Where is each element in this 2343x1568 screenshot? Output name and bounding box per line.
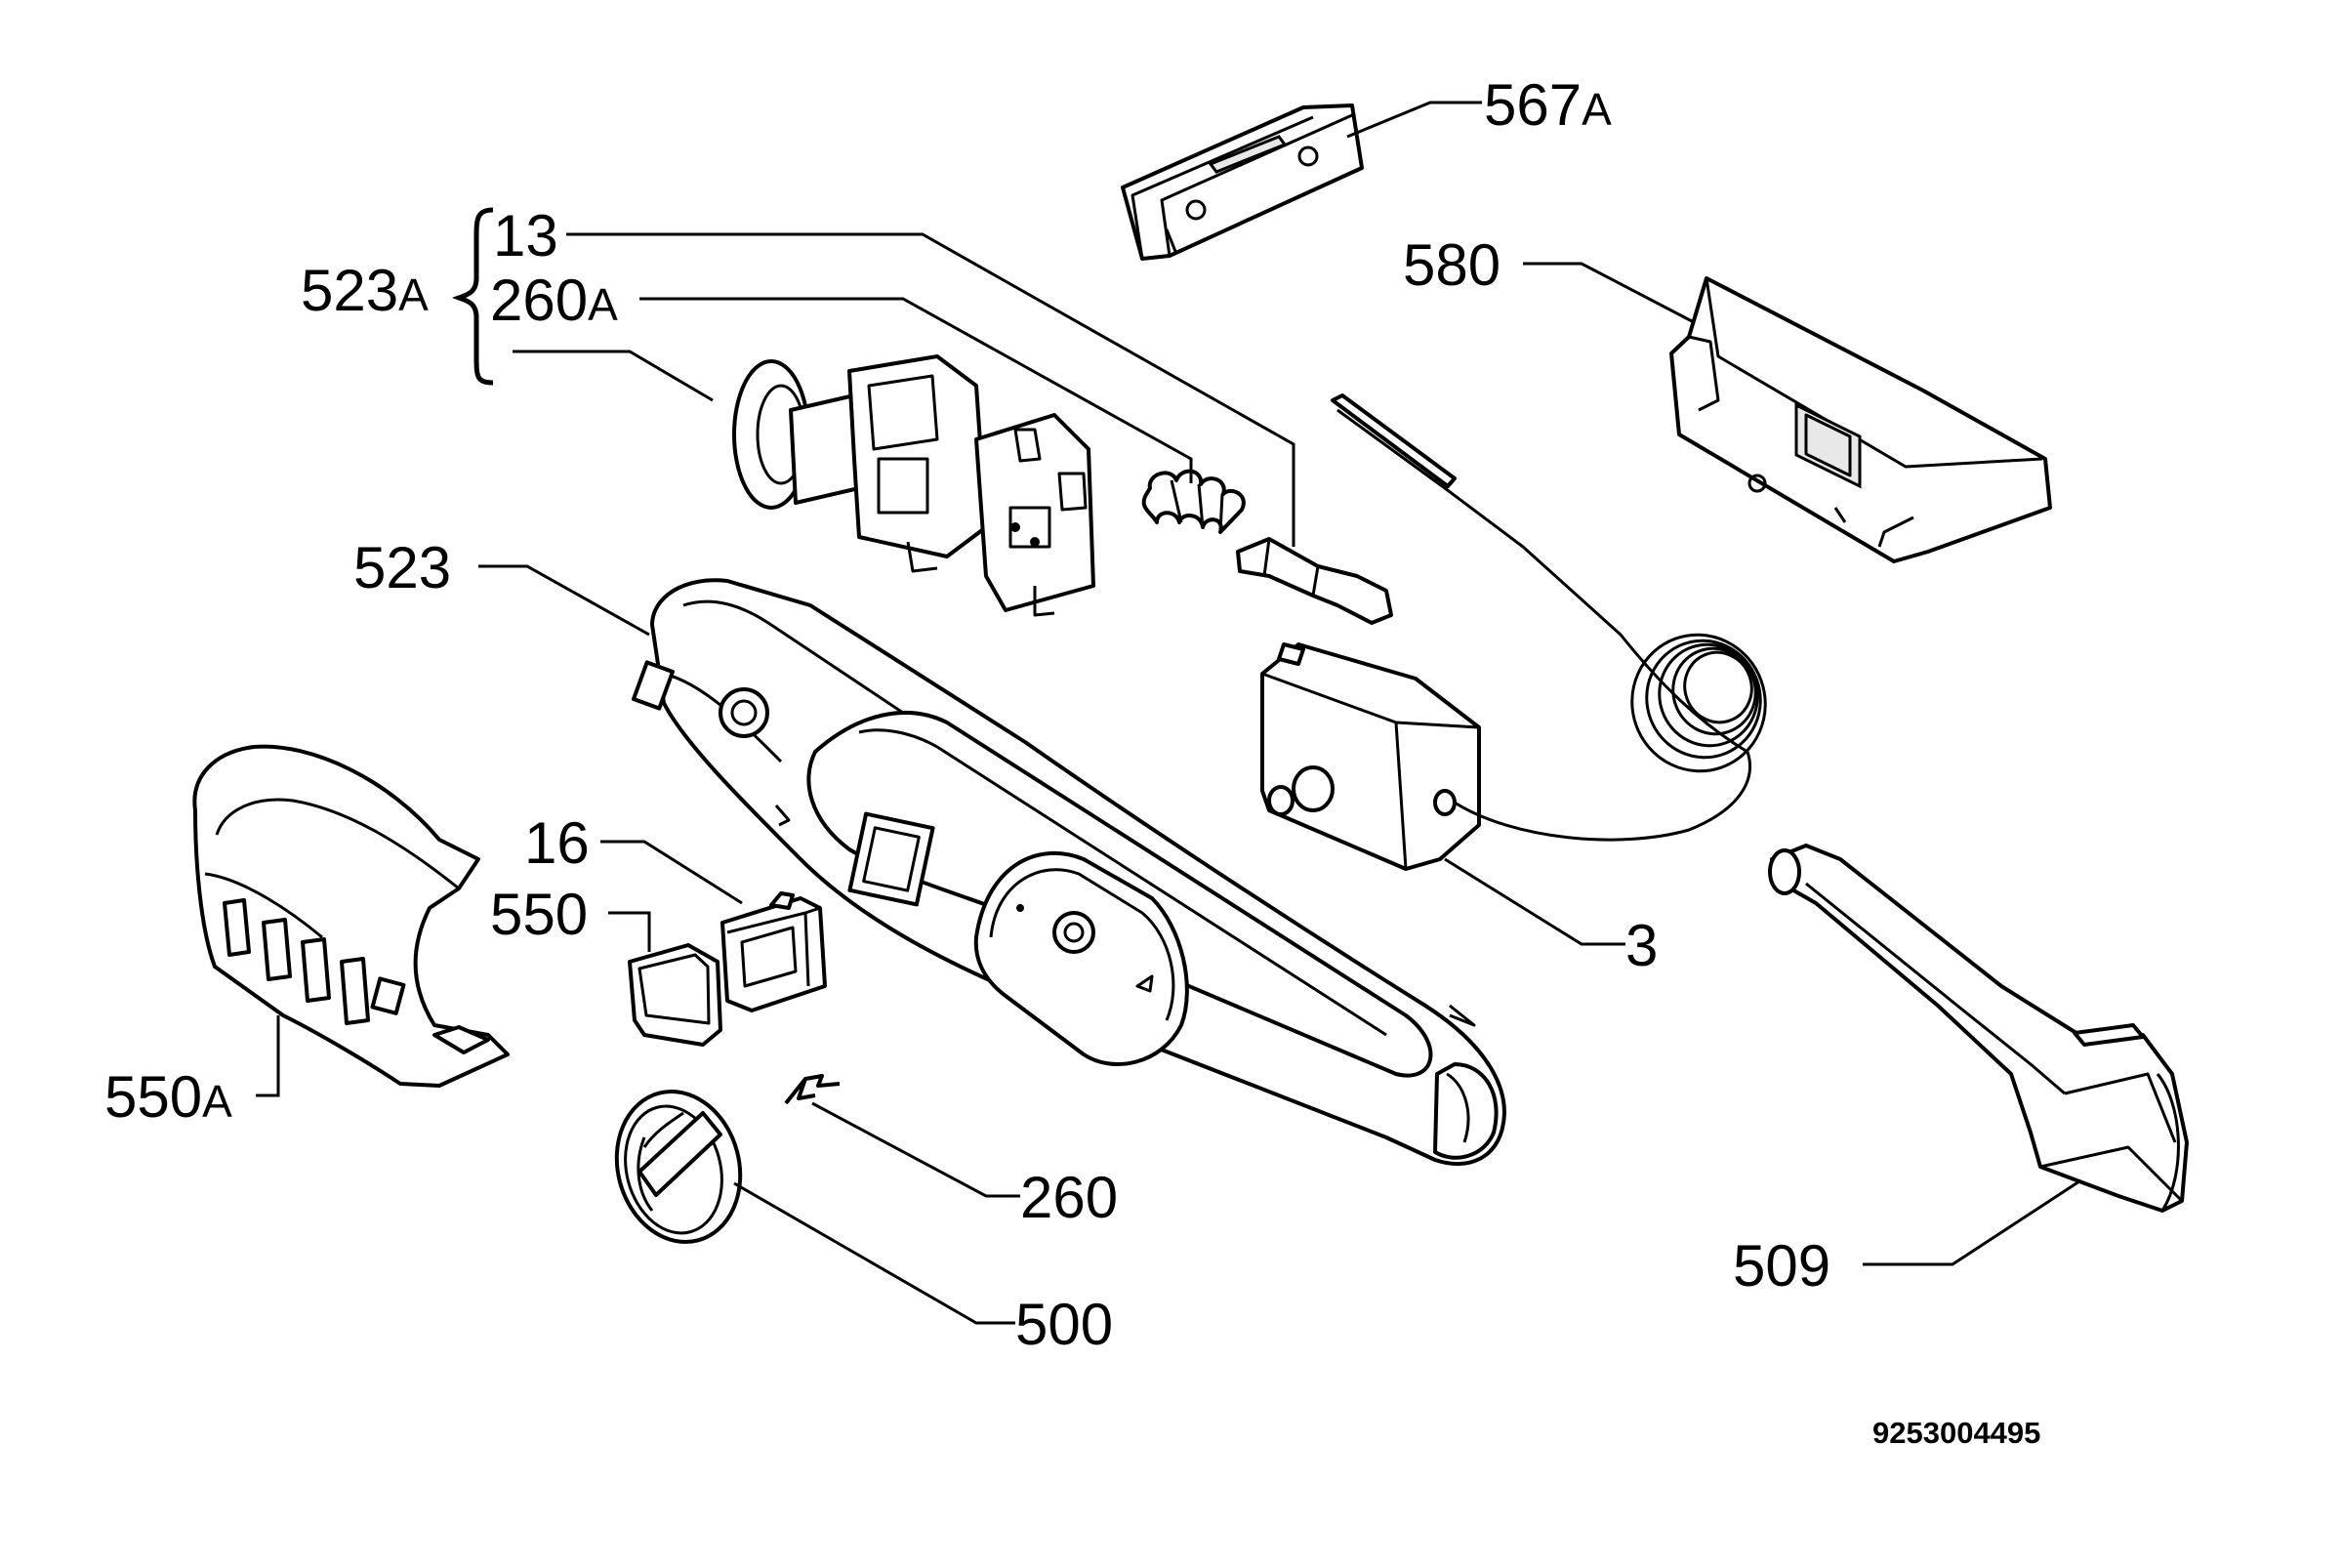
group-brace-523a: [451, 207, 494, 386]
part-13-lever: [1236, 537, 1393, 625]
part-523a-mechanism: [732, 354, 1095, 617]
part-580-housing: [1669, 276, 2052, 563]
leader-580: [1523, 262, 1695, 324]
leader-260a: [639, 297, 1193, 483]
part-500-knob: [614, 1089, 743, 1245]
label-16: 16: [524, 810, 590, 876]
label-13: 13: [493, 203, 558, 268]
leader-523: [478, 564, 650, 637]
document-number: 9253004495: [1872, 1416, 2040, 1450]
part-16-switch: [720, 891, 827, 1012]
leader-550a: [256, 1015, 280, 1097]
label-567a: 567A: [1484, 72, 1612, 138]
leader-13: [566, 232, 1295, 547]
part-567a-bracket: [1121, 103, 1364, 261]
leader-16: [600, 840, 743, 905]
part-260-clip: [784, 1074, 841, 1105]
label-523: 523: [353, 535, 451, 600]
label-580: 580: [1403, 232, 1500, 298]
leader-509: [1863, 1179, 2080, 1266]
label-260a: 260A: [490, 268, 618, 333]
part-260a-spring: [1141, 469, 1246, 534]
leader-523a-assembly: [513, 350, 714, 402]
leader-500: [733, 1181, 1015, 1325]
part-550a-cover: [192, 744, 510, 1088]
part-3-thermostat: [1260, 393, 1767, 871]
label-523a: 523A: [301, 258, 429, 323]
leader-550: [608, 911, 651, 952]
part-550-cap: [628, 943, 722, 1047]
label-550: 550: [490, 882, 588, 947]
label-550a: 550A: [104, 1064, 232, 1130]
part-523-panel: [632, 578, 1506, 1166]
label-509: 509: [1733, 1233, 1830, 1299]
leader-567a: [1346, 101, 1482, 139]
label-260: 260: [1020, 1165, 1118, 1230]
label-500: 500: [1015, 1292, 1113, 1357]
leader-3: [1444, 857, 1625, 946]
part-509-handle: [1768, 844, 2189, 1213]
leader-260: [811, 1101, 1020, 1198]
label-3: 3: [1625, 913, 1658, 978]
